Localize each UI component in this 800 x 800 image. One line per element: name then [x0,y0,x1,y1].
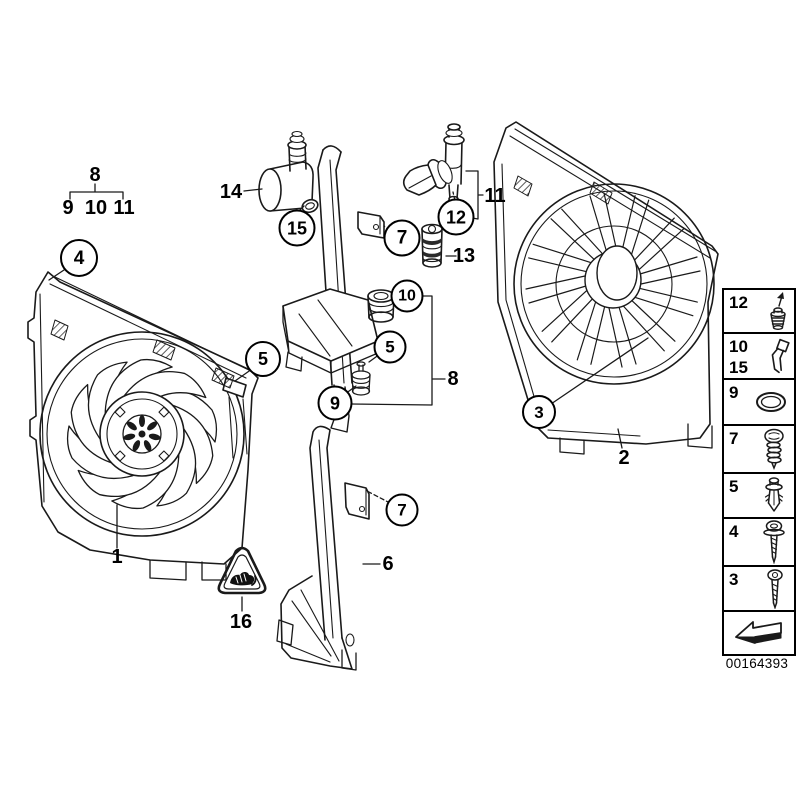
vent-valve-drawing [258,130,319,214]
fan-module-drawing [27,271,259,581]
label-part-11-group[interactable]: 11 [113,197,135,219]
label-part-8[interactable]: 8 [447,368,459,390]
expanding-rivet-icon [764,476,784,512]
legend-row-12: 12 [724,290,794,334]
label-part-13[interactable]: 13 [452,245,476,267]
grommet-with-bolt [351,361,371,396]
label-part-8-group[interactable]: 8 [89,164,101,186]
label-part-6[interactable]: 6 [382,553,394,575]
legend-num-5: 5 [729,477,739,496]
legend-num-15: 15 [729,358,748,378]
callout-part-10[interactable]: 10 [390,279,424,313]
legend-row-arrow [724,612,794,654]
callout-part-7-lower[interactable]: 7 [385,493,419,527]
label-part-10-group[interactable]: 10 [84,197,108,219]
tapping-screw-washer-icon [763,520,785,564]
callout-part-7-upper[interactable]: 7 [383,219,421,257]
level-sensor-drawing [402,123,465,203]
legend-num-12: 12 [729,293,748,312]
legend-row-3: 3 [724,567,794,612]
legend-num-10: 10 [729,337,748,356]
legend-row-4: 4 [724,519,794,567]
label-part-2[interactable]: 2 [618,447,630,469]
retaining-clip-icon [771,338,790,374]
warning-triangle-sign [217,546,267,595]
legend-row-5: 5 [724,474,794,519]
direction-of-travel-arrow-icon [735,621,782,644]
screw-with-spring-washer-icon [764,428,784,470]
legend-row-9: 9 [724,380,794,426]
callout-part-5-left[interactable]: 5 [245,341,281,377]
callout-part-12[interactable]: 12 [437,198,475,236]
lower-bracket-drawing [276,425,370,671]
legend-num-3: 3 [729,570,739,589]
label-part-14[interactable]: 14 [219,181,243,203]
legend-num-10-15: 10 15 [729,336,748,379]
diagram-number: 00164393 [725,656,789,671]
label-part-16[interactable]: 16 [229,611,253,633]
legend-row-7: 7 [724,426,794,474]
callout-part-3[interactable]: 3 [522,395,556,429]
legend-num-7: 7 [729,429,739,448]
rotating-fan-hazard-icon [230,572,257,586]
callout-part-5-mid[interactable]: 5 [373,330,407,364]
legend-row-10-15: 10 15 [724,334,794,380]
legend-num-4: 4 [729,522,739,541]
legend-panel: 12 10 15 9 [722,288,796,656]
callout-part-9[interactable]: 9 [317,385,353,421]
label-part-9-group[interactable]: 9 [62,197,74,219]
label-part-1[interactable]: 1 [111,546,123,568]
upper-bracket-drawing [282,145,414,433]
legend-num-9: 9 [729,383,739,402]
fan-hub [99,391,185,477]
o-ring-icon [756,392,786,412]
callout-part-4[interactable]: 4 [60,239,98,277]
expansion-plug-up-arrow-icon [770,292,786,331]
tapping-screw-icon [767,568,783,609]
label-part-11[interactable]: 11 [484,185,506,207]
callout-part-15[interactable]: 15 [278,209,316,247]
bleed-plug-drawing [421,223,443,268]
fan-shroud-drawing [493,121,719,455]
